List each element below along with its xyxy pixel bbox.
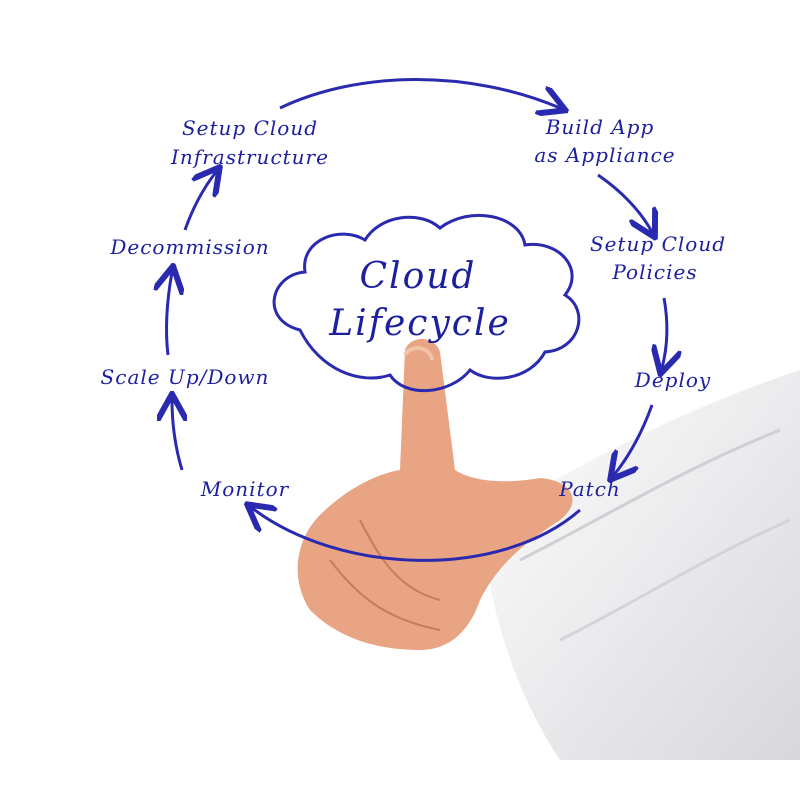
pointing-hand xyxy=(297,338,573,650)
step-scale-up-down: Scale Up/Down xyxy=(101,365,270,389)
arrow-3-to-4 xyxy=(662,297,667,368)
arrow-7-to-8 xyxy=(167,272,172,356)
step-deploy: Deploy xyxy=(634,368,711,392)
step-monitor: Monitor xyxy=(200,477,290,501)
step-build-app-line2: as Appliance xyxy=(534,143,675,167)
step-build-app-line1: Build App xyxy=(545,115,655,139)
step-setup-infrastructure-line2: Infrastructure xyxy=(170,145,329,169)
step-setup-infrastructure-line1: Setup Cloud xyxy=(182,116,318,140)
arrow-1-to-2 xyxy=(279,78,560,109)
step-decommission: Decommission xyxy=(109,235,269,259)
step-setup-policies-line1: Setup Cloud xyxy=(590,232,726,256)
shirt-sleeve xyxy=(480,370,800,760)
title-line2: Lifecycle xyxy=(328,303,511,344)
step-patch: Patch xyxy=(558,477,621,501)
arrow-2-to-3 xyxy=(597,173,652,232)
hand-illustration xyxy=(297,338,800,760)
step-setup-policies-line2: Policies xyxy=(611,260,697,284)
arrow-4-to-5 xyxy=(614,404,654,475)
arrow-5-to-6 xyxy=(252,508,581,562)
arrow-8-to-1 xyxy=(183,172,216,231)
cycle-arrows xyxy=(167,78,667,562)
cloud-shape xyxy=(272,213,581,393)
arrow-6-to-7 xyxy=(172,400,182,471)
title-line1: Cloud xyxy=(360,256,477,297)
